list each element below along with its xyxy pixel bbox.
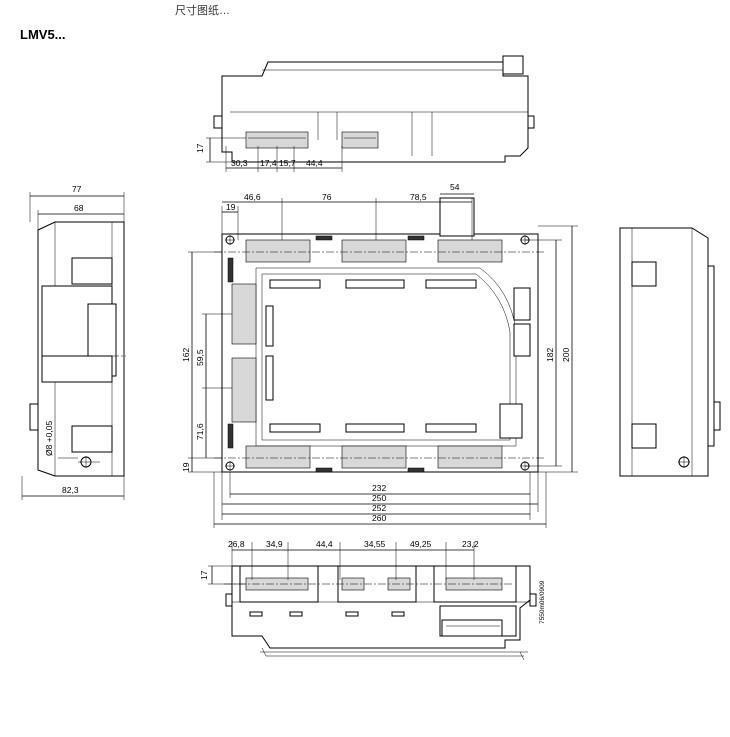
dim-left-77: 77 [72,184,82,194]
drawing-code: 7550m06/0909 [539,580,546,624]
model-title: LMV5... [20,27,66,42]
dim-front-76: 76 [322,192,332,202]
dim-top-b: 17,4 [260,158,277,168]
dim-front-785: 78,5 [410,192,427,202]
dim-left-68: 68 [74,203,84,213]
dim-front-162: 162 [181,348,191,362]
dim-bottom-b: 34,9 [266,539,283,549]
left-side-view: 77 68 82,3 Ø8 +0,05 [21,184,126,500]
dim-front-716: 71,6 [195,423,205,440]
dim-bottom-f: 23,2 [462,539,479,549]
dim-top-a: 30,3 [231,158,248,168]
dim-bottom-a: 26,8 [228,539,245,549]
dim-top-d: 44,4 [306,158,323,168]
dim-front-19-top: 19 [226,202,236,212]
dim-front-19-left: 19 [181,462,191,472]
top-view: 17 30,3 17,4 15,7 44,4 [195,55,535,172]
dim-bottom-c: 44,4 [316,539,333,549]
dim-top-c: 15,7 [279,158,296,168]
dim-front-466: 46,6 [244,192,261,202]
dim-front-260: 260 [372,513,386,523]
dim-front-250: 250 [372,493,386,503]
dim-front-252: 252 [372,503,386,513]
dim-front-595: 59,5 [195,349,205,366]
right-side-view [619,227,721,477]
dim-front-54: 54 [450,182,460,192]
page-heading-fragment: 尺寸图纸… [175,5,230,17]
dim-front-182: 182 [545,348,555,362]
dim-bottom-d: 34,55 [364,539,386,549]
dim-top-height: 17 [195,143,205,153]
dim-bottom-e: 49,25 [410,539,432,549]
bottom-view: 17 26,8 34,9 44,4 34,55 49,25 23,2 7550m… [199,539,546,661]
front-view: 19 46,6 76 78,5 54 162 59,5 71,6 19 182 … [181,182,578,528]
dim-front-232: 232 [372,483,386,493]
dim-left-bore: Ø8 +0,05 [44,421,54,456]
dim-front-200: 200 [561,348,571,362]
dim-left-82: 82,3 [62,485,79,495]
dim-bottom-height: 17 [199,570,209,580]
